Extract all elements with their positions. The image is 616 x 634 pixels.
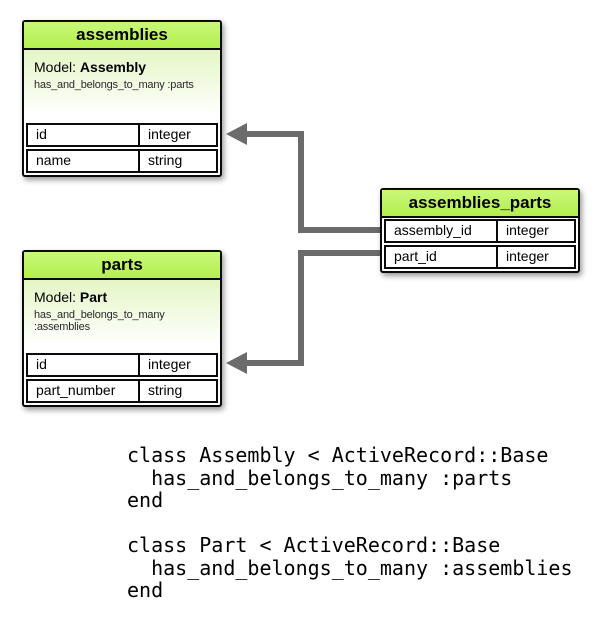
model-section: Model: Assembly has_and_belongs_to_many … <box>24 50 220 122</box>
table-row: name string <box>26 149 218 173</box>
model-label: Model: <box>34 289 77 305</box>
column-name-cell: part_id <box>386 247 498 267</box>
connector-assemblies-line <box>246 131 380 233</box>
table-row: id integer <box>26 123 218 147</box>
code-snippet: class Assembly < ActiveRecord::Base has_… <box>127 443 573 602</box>
model-line: Model: Part <box>34 289 210 305</box>
table-row: part_number string <box>26 379 218 403</box>
connector-parts-line <box>246 250 380 366</box>
column-type-cell: integer <box>506 222 549 238</box>
table-row: assembly_id integer <box>384 219 576 243</box>
table-row: id integer <box>26 353 218 377</box>
model-label: Model: <box>34 59 77 75</box>
column-name-cell: id <box>28 355 140 375</box>
column-name-cell: name <box>28 151 140 171</box>
table-assemblies-parts: assemblies_parts assembly_id integer par… <box>380 188 580 273</box>
model-line: Model: Assembly <box>34 59 210 75</box>
model-name: Part <box>79 289 108 305</box>
column-type-cell: integer <box>506 248 549 264</box>
association-line: has_and_belongs_to_many :assemblies <box>34 309 165 333</box>
table-parts: parts Model: Part has_and_belongs_to_man… <box>22 250 222 407</box>
arrowhead-assemblies-icon <box>226 123 247 145</box>
table-rows: id integer part_number string <box>24 352 220 405</box>
column-name-cell: part_number <box>28 381 140 401</box>
model-name: Assembly <box>79 59 147 75</box>
table-rows: id integer name string <box>24 122 220 175</box>
column-type-cell: integer <box>148 126 191 142</box>
model-section: Model: Part has_and_belongs_to_many :ass… <box>24 280 220 352</box>
column-name-cell: assembly_id <box>386 221 498 241</box>
table-rows: assembly_id integer part_id integer <box>382 218 578 271</box>
column-name-cell: id <box>28 125 140 145</box>
table-assemblies: assemblies Model: Assembly has_and_belon… <box>22 20 222 177</box>
column-type-cell: integer <box>148 356 191 372</box>
table-title: assemblies <box>24 22 220 50</box>
column-type-cell: string <box>148 382 183 398</box>
arrowhead-parts-icon <box>226 352 247 374</box>
column-type-cell: string <box>148 152 183 168</box>
association-line: has_and_belongs_to_many :parts <box>34 79 194 91</box>
table-title: parts <box>24 252 220 280</box>
table-title: assemblies_parts <box>382 190 578 218</box>
table-row: part_id integer <box>384 245 576 269</box>
